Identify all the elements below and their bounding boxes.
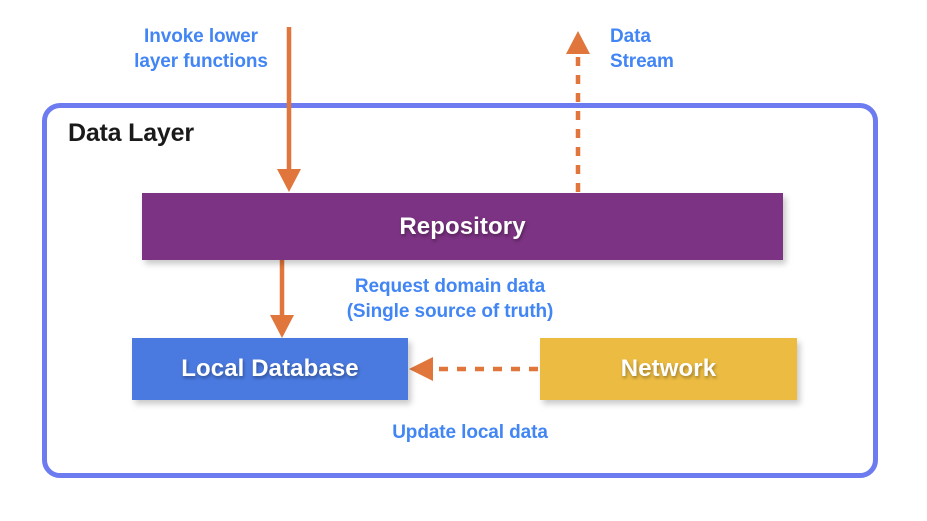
annotation-update-local-data: Update local data xyxy=(392,422,548,443)
annotation-data-stream: Data Stream xyxy=(610,26,674,73)
block-local-database-label: Local Database xyxy=(181,355,359,382)
block-network-label: Network xyxy=(620,355,717,382)
data-layer-title: Data Layer xyxy=(68,119,194,147)
block-repository[interactable]: Repository xyxy=(142,193,783,260)
annotation-request-domain-data: Request domain data (Single source of tr… xyxy=(346,276,554,323)
data-layer-container xyxy=(42,103,878,478)
block-local-database[interactable]: Local Database xyxy=(132,338,408,400)
block-network[interactable]: Network xyxy=(540,338,797,400)
block-repository-label: Repository xyxy=(399,212,526,240)
annotation-invoke-lower-layer-functions: Invoke lower layer functions xyxy=(134,26,268,73)
